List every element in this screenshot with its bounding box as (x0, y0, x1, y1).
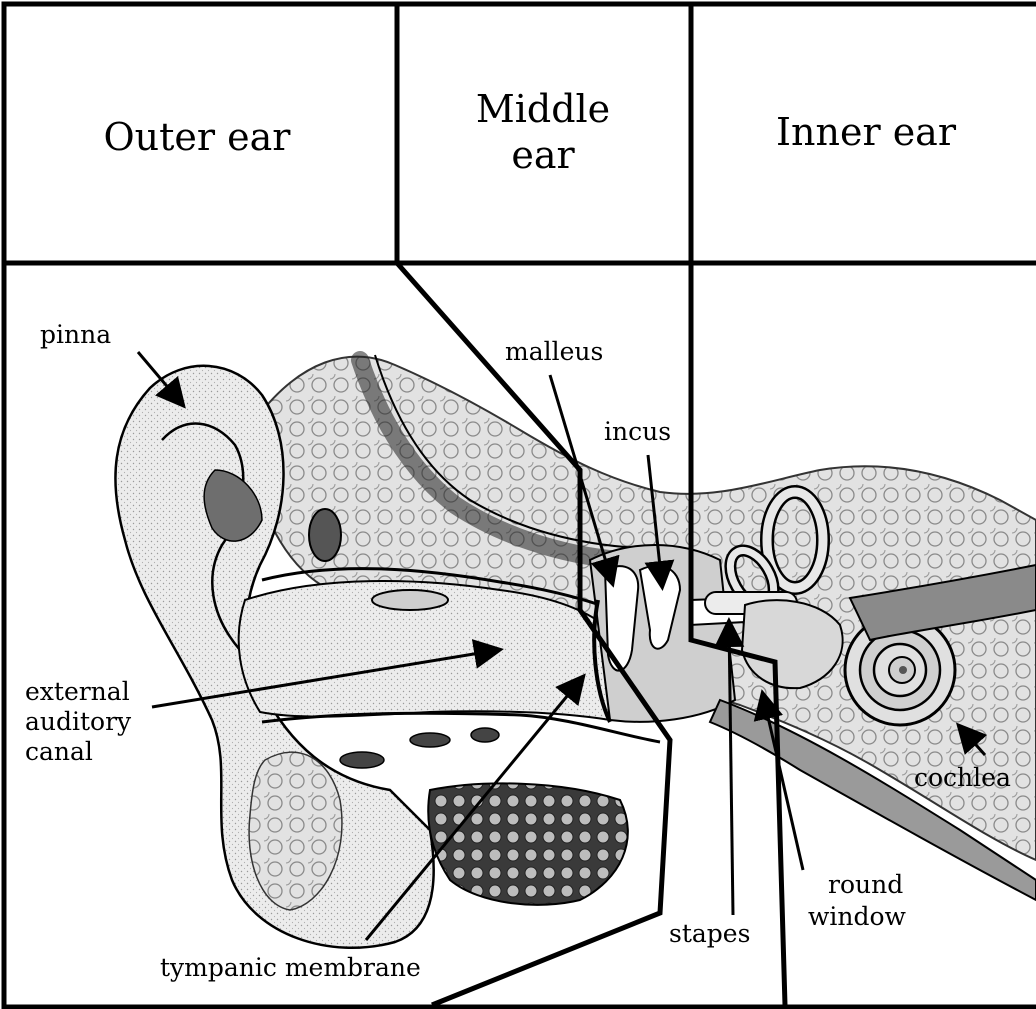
lower-cavity-2 (410, 733, 450, 747)
label-round-line2: window (808, 902, 907, 931)
label-incus: incus (604, 417, 671, 446)
mastoid-process (428, 783, 628, 904)
lower-cavity-3 (471, 728, 499, 742)
anatomy-illustration (115, 355, 1036, 948)
lower-cavity-1 (340, 752, 384, 768)
section-headers: Outer ear Middle ear Inner ear (104, 87, 957, 177)
header-middle-ear-line1: Middle (476, 87, 610, 131)
label-tympanic-membrane: tympanic membrane (160, 953, 421, 982)
label-malleus: malleus (505, 337, 603, 366)
label-external-line2: auditory (25, 707, 132, 736)
upper-bone-cavity (372, 590, 448, 610)
mastoid-cavity (309, 509, 341, 561)
header-middle-ear-line2: ear (511, 133, 575, 177)
header-outer-ear: Outer ear (104, 115, 292, 159)
label-cochlea: cochlea (914, 763, 1011, 792)
label-external-line1: external (25, 677, 130, 706)
header-inner-ear: Inner ear (776, 110, 957, 154)
label-round-line1: round (828, 870, 903, 899)
label-pinna: pinna (40, 320, 111, 349)
label-external-line3: canal (25, 737, 93, 766)
label-stapes: stapes (669, 919, 750, 948)
